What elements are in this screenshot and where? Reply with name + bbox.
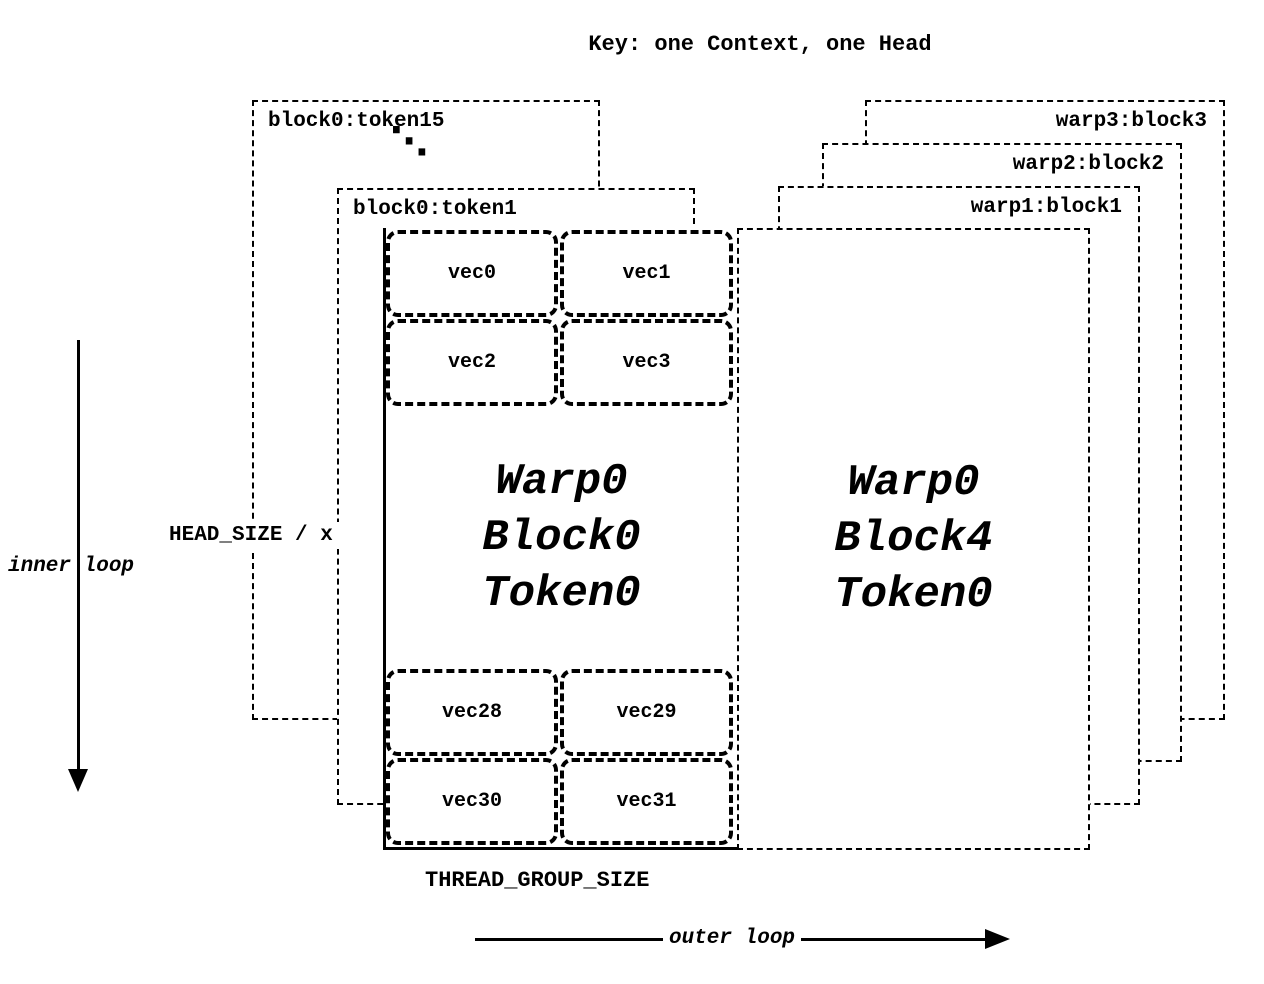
block4-line-1: Warp0 <box>847 458 980 508</box>
main-block-line-3: Token0 <box>482 568 641 619</box>
thread-group-size-label: THREAD_GROUP_SIZE <box>425 868 650 893</box>
outer-loop-arrowhead-icon <box>985 929 1010 949</box>
vec29-cell: vec29 <box>560 669 733 756</box>
block4-line-3: Token0 <box>834 570 993 620</box>
box-warp0-block4-token0: Warp0 Block4 Token0 <box>737 228 1090 850</box>
main-block-caption: Warp0 Block0 Token0 <box>386 454 737 622</box>
inner-loop-arrowhead-icon <box>68 769 88 792</box>
box-warp3-block3-label: warp3:block3 <box>1055 110 1207 133</box>
box-warp2-block2-label: warp2:block2 <box>1012 153 1164 176</box>
vec1-cell: vec1 <box>560 230 733 317</box>
inner-loop-label: inner loop <box>8 555 135 578</box>
head-size-label: HEAD_SIZE / x <box>163 522 339 549</box>
diagram-title: Key: one Context, one Head <box>588 32 932 57</box>
box-warp1-block1-label: warp1:block1 <box>970 196 1122 219</box>
main-block-line-1: Warp0 <box>495 456 628 507</box>
inner-loop-arrow-line <box>77 340 80 772</box>
box-block0-token1-label: block0:token1 <box>353 198 517 221</box>
vec2-cell: vec2 <box>386 319 558 406</box>
vec28-cell: vec28 <box>386 669 558 756</box>
stack-ellipsis-icon: ⋱ <box>390 119 428 163</box>
block4-caption: Warp0 Block4 Token0 <box>834 455 992 623</box>
box-warp0-block0-token0: vec0 vec1 vec2 vec3 vec28 vec29 vec30 ve… <box>383 228 737 850</box>
block4-line-2: Block4 <box>834 514 993 564</box>
box-block0-token15-label: block0:token15 <box>268 110 445 133</box>
outer-loop-label: outer loop <box>663 927 802 950</box>
vec3-cell: vec3 <box>560 319 733 406</box>
main-block-line-2: Block0 <box>482 512 641 563</box>
vec30-cell: vec30 <box>386 758 558 845</box>
vec31-cell: vec31 <box>560 758 733 845</box>
vec0-cell: vec0 <box>386 230 558 317</box>
